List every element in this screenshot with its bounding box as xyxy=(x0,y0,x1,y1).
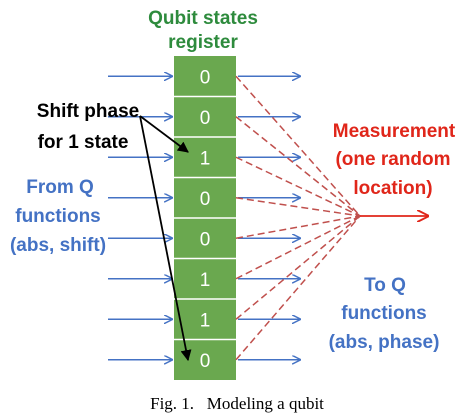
to-label-line3: (abs, phase) xyxy=(329,332,440,353)
measurement-label-line2: (one random xyxy=(335,149,450,170)
measurement-dashed-line xyxy=(235,75,361,217)
from-label-line3: (abs, shift) xyxy=(10,235,106,256)
register-cell-value: 0 xyxy=(200,108,211,129)
measurement-dashed-line xyxy=(235,156,361,217)
input-arrows xyxy=(108,76,172,360)
measurement-dashed-line xyxy=(235,215,361,320)
from-label-line2: functions xyxy=(15,206,101,227)
figure-caption: Fig. 1. Modeling a qubit xyxy=(150,394,324,413)
measurement-dashed-line xyxy=(235,215,361,361)
measurement-dashed-lines xyxy=(235,75,361,361)
register-cell-value: 0 xyxy=(200,67,211,88)
shift-phase-label-line2: for 1 state xyxy=(38,132,129,153)
measurement-dashed-line xyxy=(235,215,361,239)
measurement-dashed-line xyxy=(235,116,361,217)
measurement-label-line3: location) xyxy=(353,178,432,199)
register-cell-value: 0 xyxy=(200,189,211,210)
register-cell-value: 0 xyxy=(200,229,211,250)
register-cell-value: 1 xyxy=(200,310,211,331)
register-title-line1: Qubit states xyxy=(148,8,258,29)
register-cell-value: 0 xyxy=(200,351,211,372)
shift-arrow-to-cell-3 xyxy=(139,115,189,153)
measurement-dashed-line xyxy=(235,197,361,217)
measurement-label-line1: Measurement xyxy=(333,121,456,142)
from-label-line1: From Q xyxy=(26,177,94,198)
measurement-dashed-line xyxy=(235,215,361,280)
register-column: 0 0 1 0 0 1 1 0 xyxy=(174,56,236,380)
output-arrows xyxy=(238,76,300,360)
register-cell-value: 1 xyxy=(200,270,211,291)
to-label-line2: functions xyxy=(341,303,427,324)
to-label-line1: To Q xyxy=(364,275,406,296)
register-cell-value: 1 xyxy=(200,148,211,169)
register-title-line2: register xyxy=(168,32,238,53)
shift-phase-label-line1: Shift phase xyxy=(37,101,139,122)
shift-arrow-to-cell-8 xyxy=(139,115,192,362)
